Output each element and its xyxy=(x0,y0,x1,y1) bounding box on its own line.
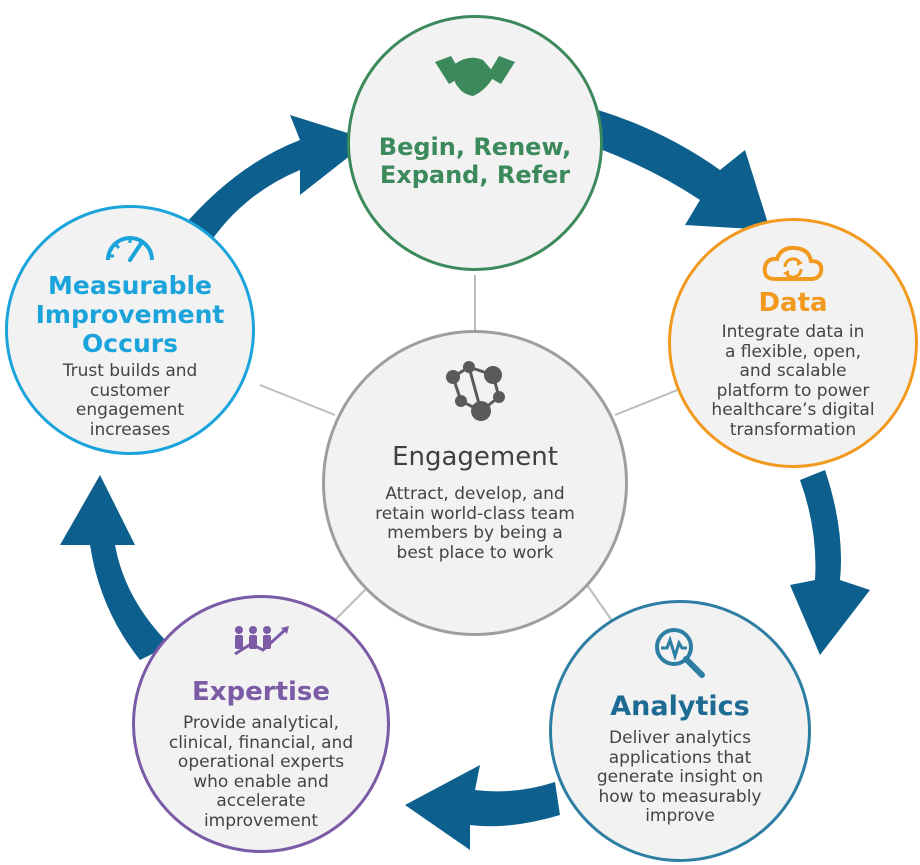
expertise-text-line: operational experts xyxy=(177,752,345,773)
measurable-title-line: Improvement xyxy=(35,299,225,329)
analytics-text-line: improve xyxy=(645,806,715,827)
data-text-line: and scalable xyxy=(739,361,847,382)
data-text-line: transformation xyxy=(729,419,857,440)
analytics-description: Deliver analytics applications that gene… xyxy=(552,728,808,827)
network-people-icon xyxy=(446,361,505,421)
measurable-text-line: Trust builds and xyxy=(62,361,198,381)
measurable-node: Measurable Improvement Occurs Trust buil… xyxy=(5,205,255,455)
expertise-text-line: Provide analytical, xyxy=(182,713,340,733)
data-title: Data xyxy=(758,288,828,318)
data-description: Integrate data in a flexible, open, and … xyxy=(671,322,915,440)
cycle-arrows xyxy=(60,100,870,850)
begin-node: Begin, Renew, Expand, Refer xyxy=(347,15,603,271)
expertise-node: Expertise Provide analytical, clinical, … xyxy=(132,595,390,853)
arrow-measurable-to-begin xyxy=(180,115,370,250)
center-description: Attract, develop, and retain world-class… xyxy=(325,484,625,563)
analytics-text-line: Deliver analytics xyxy=(609,728,751,748)
center-text-line: best place to work xyxy=(396,542,554,563)
expertise-text-line: improvement xyxy=(203,810,319,831)
begin-title-line: Expand, Refer xyxy=(379,160,571,189)
arrow-data-to-analytics xyxy=(790,470,870,655)
expertise-text-line: who enable and xyxy=(193,771,329,792)
analytics-text-line: applications that xyxy=(608,747,752,768)
analytics-text-line: generate insight on xyxy=(596,767,764,788)
begin-title-line: Begin, Renew, xyxy=(378,133,572,161)
center-title: Engagement xyxy=(392,442,558,472)
center-text-line: retain world-class team xyxy=(375,503,575,524)
expertise-text-line: accelerate xyxy=(216,791,306,812)
cloud-sync-icon xyxy=(762,245,824,281)
data-text-line: Integrate data in xyxy=(721,322,865,342)
measurable-description: Trust builds and customer engagement inc… xyxy=(8,361,252,440)
speedometer-icon xyxy=(106,236,154,262)
begin-title: Begin, Renew, Expand, Refer xyxy=(350,133,600,189)
measurable-title-line: Occurs xyxy=(82,328,178,358)
data-text-line: healthcare’s digital xyxy=(711,400,875,421)
measurable-text-line: customer xyxy=(89,380,171,401)
analytics-node: Analytics Deliver analytics applications… xyxy=(549,600,811,862)
arrow-begin-to-data xyxy=(560,100,770,230)
arrow-analytics-to-expertise xyxy=(405,765,560,850)
magnifier-pulse-icon xyxy=(655,628,705,678)
center-text-line: Attract, develop, and xyxy=(385,484,565,504)
analytics-title: Analytics xyxy=(610,691,750,722)
measurable-text-line: increases xyxy=(89,419,171,440)
expertise-description: Provide analytical, clinical, financial,… xyxy=(135,713,387,831)
data-text-line: platform to power xyxy=(716,380,870,401)
expertise-text-line: clinical, financial, and xyxy=(168,732,354,753)
measurable-title-line: Measurable xyxy=(47,271,212,300)
data-node: Data Integrate data in a flexible, open,… xyxy=(668,218,918,468)
center-engagement-node: Engagement Attract, develop, and retain … xyxy=(322,330,628,636)
center-text-line: members by being a xyxy=(387,523,563,544)
team-growth-icon xyxy=(234,626,289,656)
analytics-text-line: how to measurably xyxy=(598,786,762,807)
measurable-title: Measurable Improvement Occurs xyxy=(8,271,252,358)
expertise-title: Expertise xyxy=(191,677,331,707)
arrow-expertise-to-measurable xyxy=(60,475,170,660)
data-text-line: a flexible, open, xyxy=(724,341,862,362)
handshake-icon xyxy=(435,56,515,96)
measurable-text-line: engagement xyxy=(75,400,185,421)
